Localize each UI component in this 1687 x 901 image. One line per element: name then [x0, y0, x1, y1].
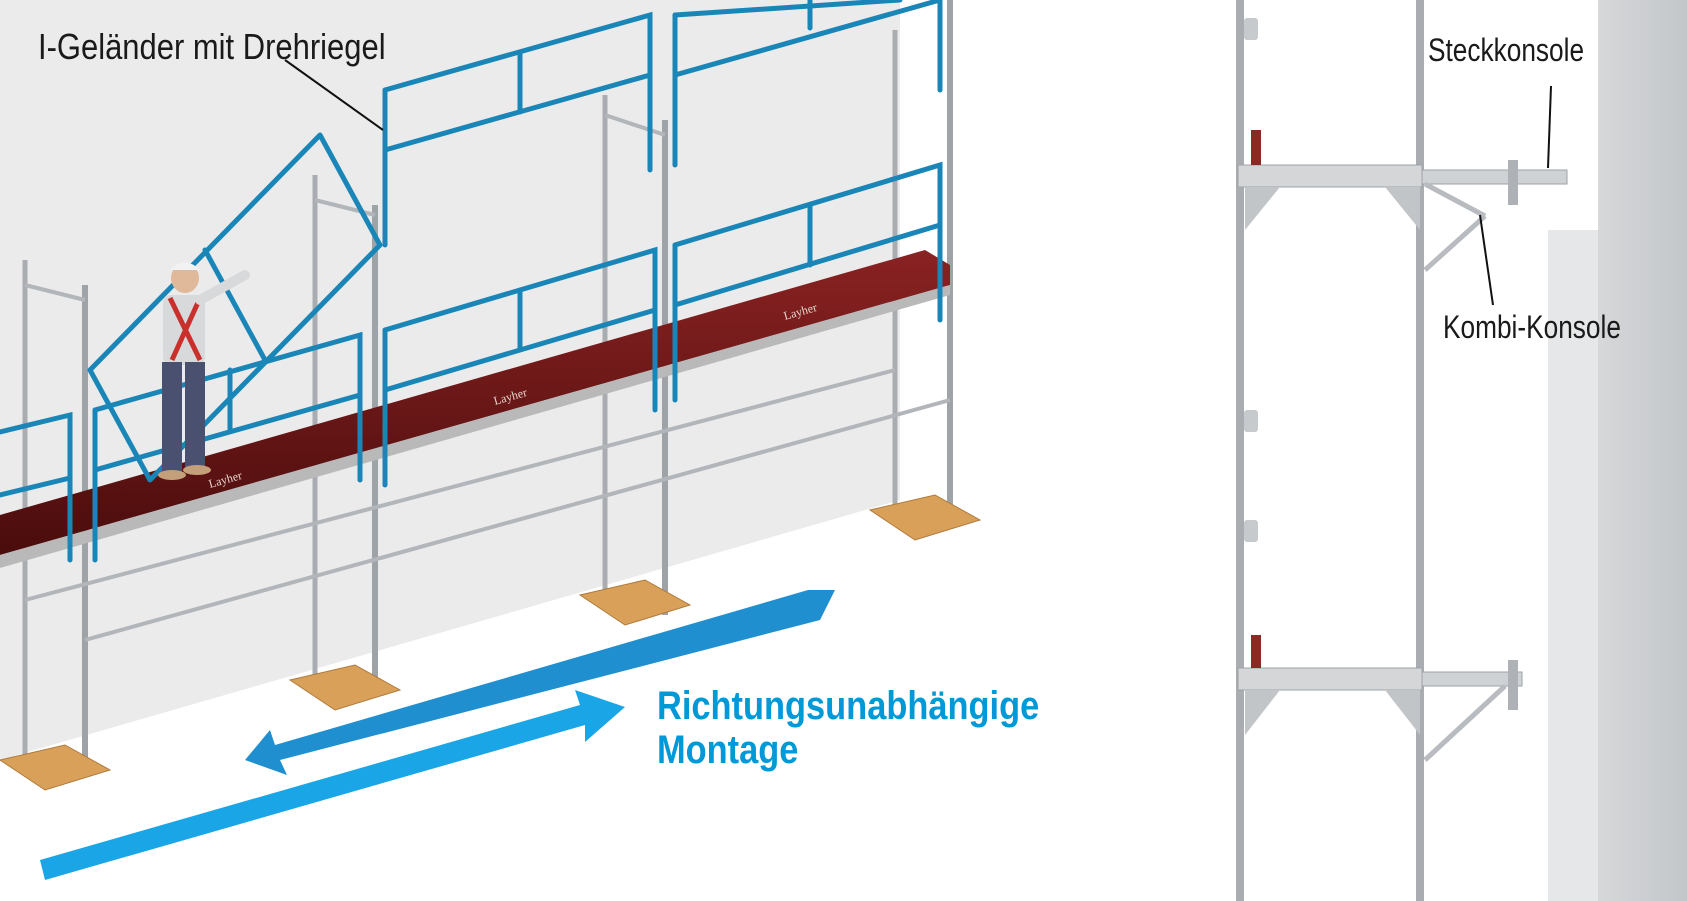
steckkonsole	[1421, 160, 1568, 272]
facade-wall	[0, 0, 900, 760]
railing-leader-line	[284, 59, 384, 131]
upper-guardrails	[382, 0, 943, 248]
section-standards	[1236, 0, 1424, 901]
kombi-konsole-leader-line	[1479, 214, 1494, 306]
section-deck-lower	[1237, 635, 1423, 735]
worker-figure	[158, 262, 250, 480]
ledgers	[24, 113, 951, 642]
railing-label: I-Geländer mit Drehriegel	[38, 26, 386, 67]
section-couplers	[1244, 18, 1258, 542]
deck-board	[0, 250, 950, 555]
caption-line-2: Montage	[657, 728, 799, 772]
base-plates	[0, 494, 982, 791]
steckkonsole-leader-line	[1547, 85, 1552, 169]
section-deck-upper	[1237, 130, 1423, 230]
combi-console-label: Kombi-Konsole	[1443, 309, 1621, 345]
kombi-konsole	[1421, 660, 1523, 762]
direction-caption: Richtungsunabhängige Montage	[657, 684, 1039, 772]
arrow-right	[40, 690, 625, 880]
caption-line-1: Richtungsunabhängige	[657, 684, 1040, 728]
right-wall-edge	[1598, 0, 1687, 901]
tilted-railing-frame	[87, 132, 383, 483]
arrow-left	[245, 590, 835, 775]
deck-edge	[0, 285, 950, 568]
plug-console-label: Steckkonsole	[1428, 32, 1585, 68]
